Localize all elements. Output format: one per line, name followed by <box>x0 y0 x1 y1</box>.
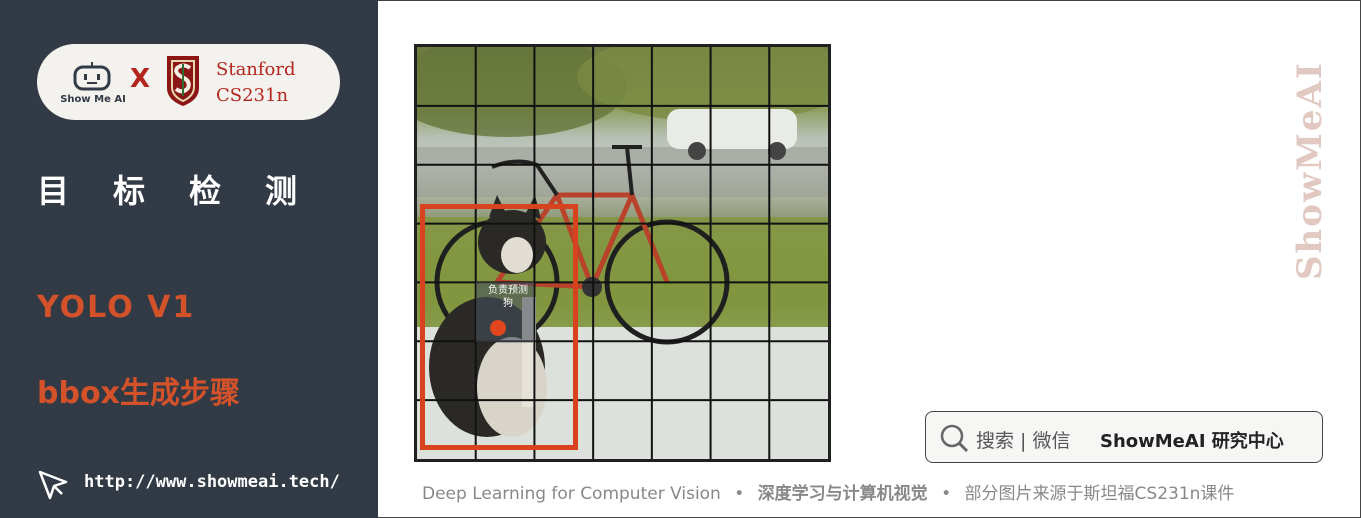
stanford-name: Stanford CS231n <box>216 57 296 109</box>
showmeai-robot-icon <box>73 62 111 91</box>
yolo-grid <box>417 47 828 459</box>
footer-course-cn: 深度学习与计算机视觉 <box>757 484 928 504</box>
site-url-link[interactable]: http://www.showmeai.tech/ <box>84 472 340 492</box>
brand-x-symbol: X <box>130 64 151 94</box>
showmeai-watermark: ShowMeAI <box>1290 61 1330 280</box>
sidebar: Show Me AI X Stanford CS231n 目标检测 YOLO V… <box>0 0 378 518</box>
partner-line2: CS231n <box>216 85 289 106</box>
footer-bullet-2: • <box>941 484 952 504</box>
cursor-icon <box>38 470 68 500</box>
stanford-logo-icon <box>167 56 199 106</box>
photo-scene <box>417 47 828 459</box>
yolo-figure: 负责预测 狗 <box>414 44 831 462</box>
footer-course-en: Deep Learning for Computer Vision <box>422 484 721 504</box>
dog-bicycle-photo: 负责预测 狗 <box>417 47 828 459</box>
cell-label-line2: 狗 <box>503 298 513 309</box>
footer-caption: Deep Learning for Computer Vision • 深度学习… <box>422 479 1342 504</box>
cell-label-line1: 负责预测 <box>488 285 528 296</box>
search-brand: ShowMeAI 研究中心 <box>1100 431 1284 452</box>
footer-bullet-1: • <box>734 484 745 504</box>
footer-source-note: 部分图片来源于斯坦福CS231n课件 <box>964 484 1235 504</box>
section-subtitle: bbox生成步骤 <box>37 376 240 411</box>
object-center-dot <box>490 320 506 336</box>
dog-bounding-box <box>420 204 578 450</box>
section-title: YOLO V1 <box>37 290 196 325</box>
topic-title: 目标检测 <box>37 172 342 210</box>
responsible-cell-label: 负责预测 狗 <box>476 284 540 310</box>
wechat-search-box[interactable]: 搜索 | 微信 ShowMeAI 研究中心 <box>925 411 1323 463</box>
responsible-grid-cell <box>476 282 534 342</box>
search-icon <box>940 424 969 453</box>
showmeai-label: Show Me AI <box>60 94 126 105</box>
partner-line1: Stanford <box>216 59 296 80</box>
search-label: 搜索 | 微信 <box>976 430 1071 452</box>
